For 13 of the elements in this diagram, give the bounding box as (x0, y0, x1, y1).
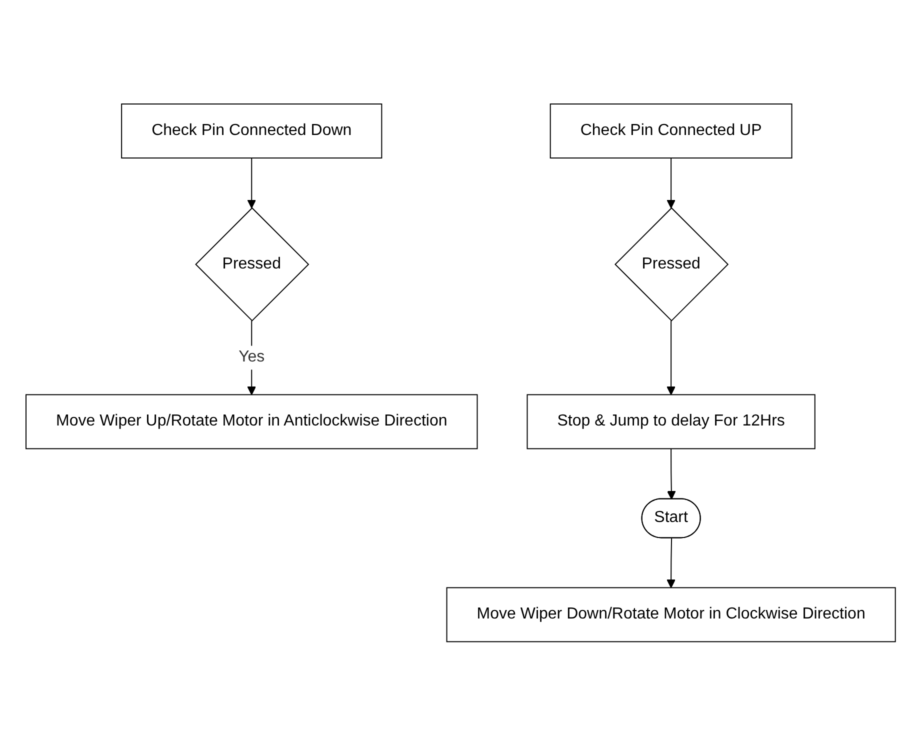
node-diamond: Pressed (614, 206, 728, 322)
node-box: Check Pin Connected UP (550, 103, 792, 158)
arrow (666, 157, 676, 208)
node-box: Check Pin Connected Down (120, 103, 382, 158)
edge-label: Yes (238, 348, 264, 366)
arrow (666, 320, 676, 395)
arrow (666, 448, 676, 500)
node-diamond: Pressed (194, 206, 309, 322)
node-box: Move Wiper Up/Rotate Motor in Anticlockwise Direction (25, 394, 478, 449)
arrow (666, 537, 676, 588)
node-box: Stop & Jump to delay For 12Hrs (526, 394, 816, 449)
arrow (247, 157, 256, 208)
node-box: Move Wiper Down/Rotate Motor in Clockwise Direction (446, 586, 896, 642)
